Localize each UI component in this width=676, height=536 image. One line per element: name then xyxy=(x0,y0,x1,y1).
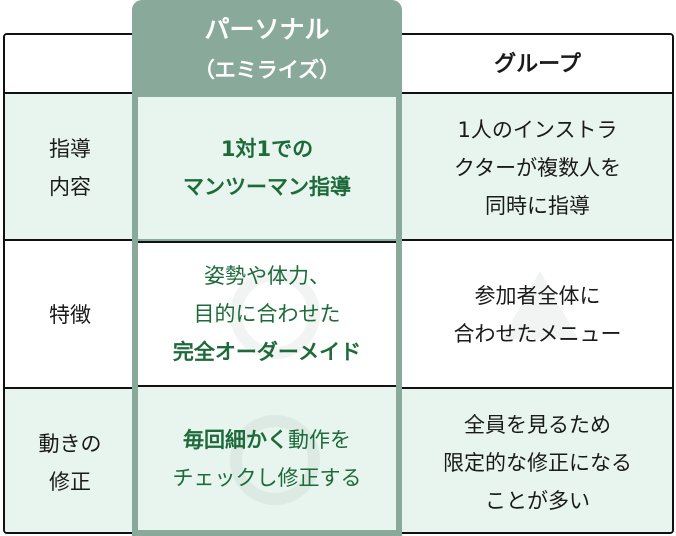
personal-cell-instruction: 1対1でのマンツーマン指導 xyxy=(138,97,396,239)
personal-column: パーソナル （エミライズ） 1対1でのマンツーマン指導 姿勢や体力、目的に合わせ… xyxy=(132,0,402,536)
personal-title: パーソナル xyxy=(204,15,330,44)
group-cell-instruction: 1人のインストラクターが複数人を同時に指導 xyxy=(453,117,622,218)
row-label-features: 特徴 xyxy=(49,303,91,327)
row-label-instruction: 指導内容 xyxy=(49,136,91,199)
personal-cell-correction: 毎回細かく動作をチェックし修正する xyxy=(138,387,396,530)
personal-subtitle: （エミライズ） xyxy=(193,58,341,82)
personal-header: パーソナル （エミライズ） xyxy=(132,10,402,90)
group-cell-features: 参加者全体に合わせたメニュー xyxy=(453,284,622,346)
group-header: グループ xyxy=(494,51,581,77)
personal-cell-features: 姿勢や体力、目的に合わせた完全オーダーメイド xyxy=(138,241,396,387)
row-label-correction: 動きの修正 xyxy=(38,431,102,494)
triangle-mark-icon xyxy=(502,271,578,339)
group-cell-correction: 全員を見るため限定的な修正になることが多い xyxy=(443,412,632,513)
